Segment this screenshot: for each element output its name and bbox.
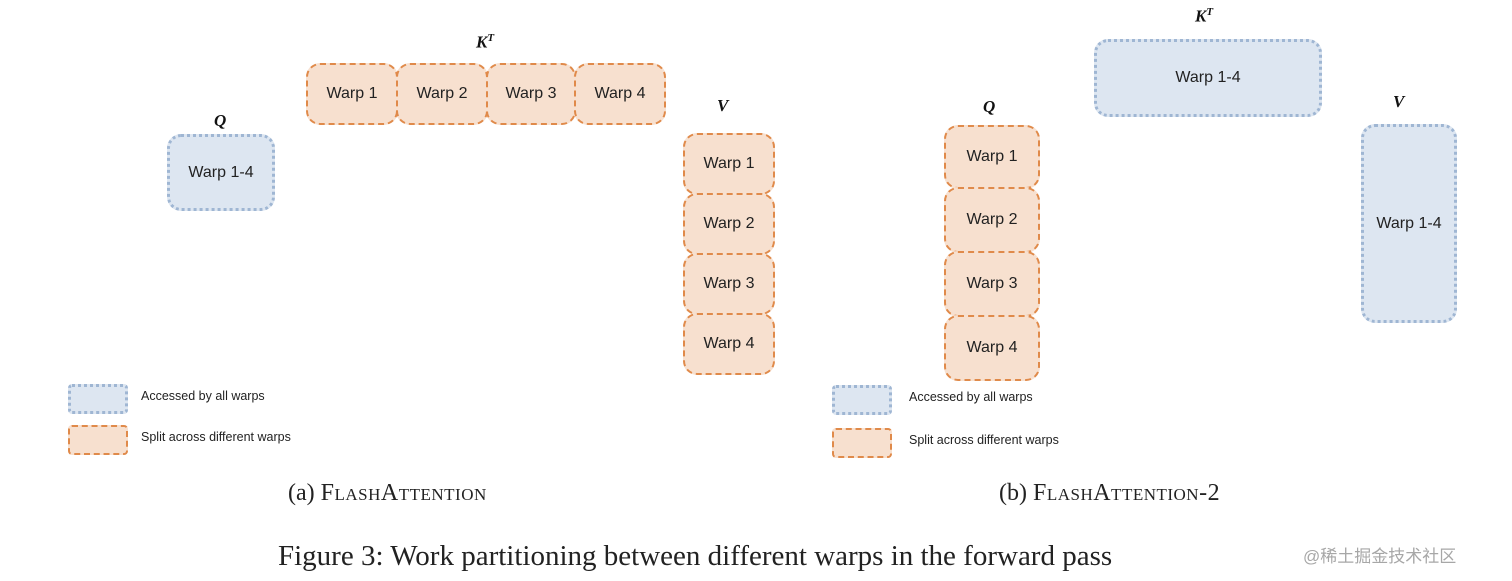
- legend-swatch-shared-a: [68, 384, 128, 414]
- legend-label-shared-b: Accessed by all warps: [909, 390, 1033, 404]
- kt-label-a: KT: [476, 32, 495, 52]
- v-block-a-4: Warp 4: [683, 313, 775, 375]
- legend-swatch-shared-b: [832, 385, 892, 415]
- kt-label-b: KT: [1195, 6, 1214, 26]
- q-block-b-2: Warp 2: [944, 187, 1040, 253]
- v-block-a-2: Warp 2: [683, 193, 775, 255]
- legend-swatch-split-a: [68, 425, 128, 455]
- q-block-b-1: Warp 1: [944, 125, 1040, 189]
- v-block-b: Warp 1-4: [1361, 124, 1457, 323]
- v-label-b: V: [1393, 92, 1405, 111]
- subcaption-b: (b) FlashAttention-2: [999, 480, 1221, 506]
- q-block-a: Warp 1-4: [167, 134, 275, 211]
- q-block-b-4: Warp 4: [944, 315, 1040, 381]
- legend-label-split-b: Split across different warps: [909, 433, 1059, 447]
- v-block-a-3: Warp 3: [683, 253, 775, 315]
- kt-block-a-2: Warp 2: [396, 63, 488, 125]
- kt-block-b: Warp 1-4: [1094, 39, 1322, 117]
- kt-block-a-4: Warp 4: [574, 63, 666, 125]
- subcaption-a: (a) FlashAttention: [288, 480, 487, 506]
- legend-swatch-split-b: [832, 428, 892, 458]
- kt-block-a-1: Warp 1: [306, 63, 398, 125]
- q-block-b-3: Warp 3: [944, 251, 1040, 317]
- q-label-a: Q: [214, 111, 227, 130]
- watermark: @稀土掘金技术社区: [1303, 547, 1457, 566]
- v-block-a-1: Warp 1: [683, 133, 775, 195]
- kt-block-a-3: Warp 3: [486, 63, 576, 125]
- legend-label-split-a: Split across different warps: [141, 430, 291, 444]
- legend-label-shared-a: Accessed by all warps: [141, 389, 265, 403]
- q-label-b: Q: [983, 97, 996, 116]
- v-label-a: V: [717, 96, 729, 115]
- figure-caption: Figure 3: Work partitioning between diff…: [278, 540, 1113, 572]
